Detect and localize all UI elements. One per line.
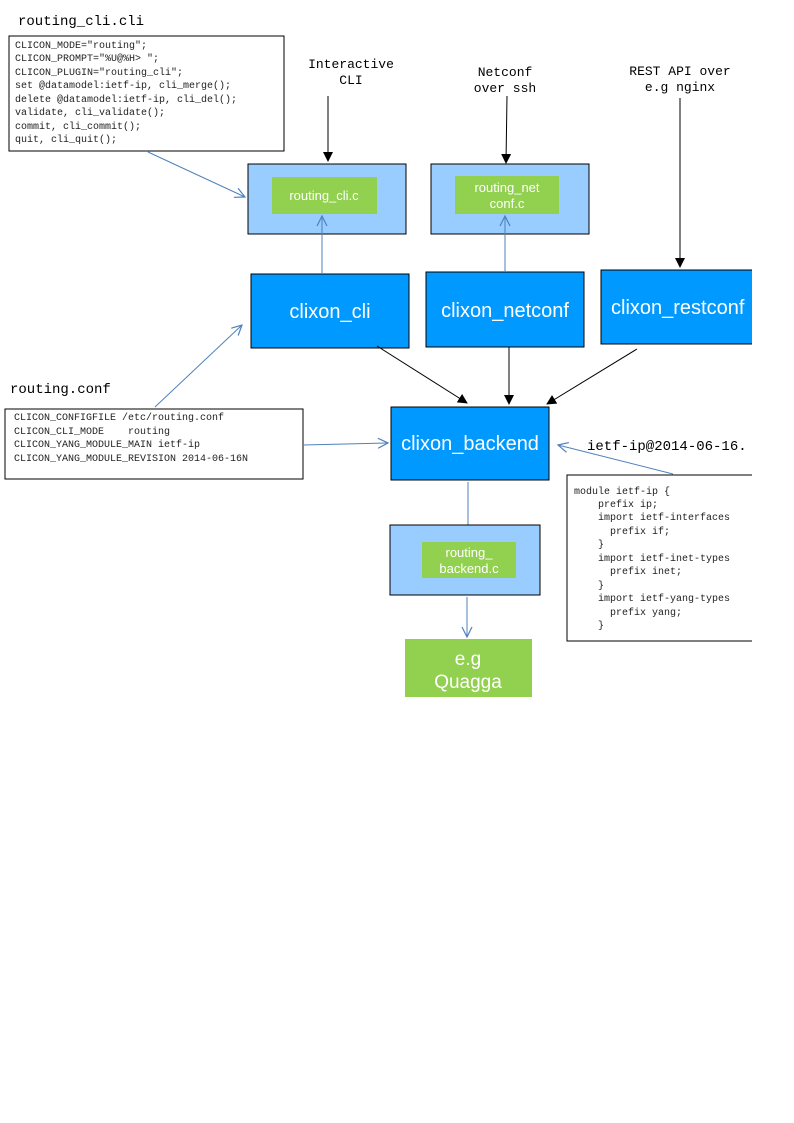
code-line: validate, cli_validate(); — [15, 107, 165, 119]
code-line: module ietf-ip { — [574, 486, 670, 498]
netconf-plugin-label: routing_net — [474, 180, 539, 195]
cli-plugin — [272, 177, 377, 214]
config-cli-arrow — [154, 325, 242, 408]
clixon-netconf-label: clixon_netconf — [441, 300, 569, 322]
interactive-cli-label: CLI — [339, 73, 362, 88]
netconf-plugin — [455, 176, 559, 214]
code-line: import ietf-inet-types — [574, 553, 730, 565]
code-line: prefix ip; — [574, 499, 658, 511]
code-line: CLICON_YANG_MODULE_MAIN ietf-ip — [14, 439, 200, 451]
quagga-label: e.g — [455, 649, 481, 670]
code-line: } — [574, 580, 604, 592]
code-line: quit, cli_quit(); — [15, 134, 117, 146]
code-line: prefix yang; — [574, 607, 682, 619]
cli-spec-arrow — [147, 151, 245, 197]
yang-title: ietf-ip@2014-06-16. — [587, 439, 747, 455]
cli-spec-code: CLICON_MODE="routing"; CLICON_PROMPT="%U… — [15, 40, 237, 146]
clixon-netconf-box — [425, 271, 585, 348]
code-line: CLICON_CONFIGFILE /etc/routing.conf — [14, 412, 224, 424]
clixon-backend-label: clixon_backend — [401, 433, 539, 455]
config-backend-arrow — [302, 443, 388, 445]
code-line: CLICON_YANG_MODULE_REVISION 2014-06-16N — [14, 454, 248, 465]
code-line: prefix inet; — [574, 566, 682, 578]
code-line: prefix if; — [574, 526, 670, 538]
code-line: commit, cli_commit(); — [15, 121, 141, 133]
code-line: import ietf-interfaces — [574, 512, 730, 524]
netconf-plugin-label: conf.c — [490, 196, 525, 211]
cli-backend-arrow — [376, 345, 468, 404]
netconf-label: over ssh — [474, 81, 536, 96]
cli-plugin-label: routing_cli.c — [289, 188, 359, 203]
clixon-restconf-box — [600, 269, 752, 345]
rest-label: e.g nginx — [645, 80, 715, 95]
yang-backend-arrow — [558, 445, 674, 475]
code-line: CLICON_MODE="routing"; — [15, 40, 147, 52]
code-line: delete @datamodel:ietf-ip, cli_del(); — [15, 94, 237, 106]
clixon-restconf-label: clixon_restconf — [611, 297, 745, 319]
yang-code: module ietf-ip { prefix ip; import ietf-… — [574, 486, 730, 632]
code-line: } — [574, 620, 604, 632]
code-line: import ietf-yang-types — [574, 593, 730, 605]
quagga-box — [405, 639, 532, 697]
clixon-backend-box — [390, 406, 550, 481]
code-line: CLICON_CLI_MODE routing — [14, 426, 170, 438]
interactive-cli-label: Interactive — [308, 57, 394, 72]
cli-spec-box — [8, 35, 285, 152]
code-line: } — [574, 539, 604, 551]
rest-label: REST API over — [629, 64, 730, 79]
netconf-input-arrow — [501, 95, 512, 164]
cli-spec-title: routing_cli.cli — [18, 14, 144, 30]
clixon-cli-label: clixon_cli — [289, 301, 370, 323]
config-title: routing.conf — [10, 382, 111, 398]
backend-plugin-label: backend.c — [439, 561, 499, 576]
yang-box — [566, 474, 752, 642]
code-line: set @datamodel:ietf-ip, cli_merge(); — [15, 80, 231, 92]
clixon-cli-box — [250, 273, 410, 349]
backend-plugin-label: routing_ — [446, 545, 494, 560]
quagga-label: Quagga — [434, 672, 502, 693]
code-line: CLICON_PLUGIN="routing_cli"; — [15, 67, 183, 79]
config-box — [4, 408, 304, 480]
netconf-label: Netconf — [478, 65, 533, 80]
code-line: CLICON_PROMPT="%U@%H> "; — [15, 53, 159, 65]
restconf-backend-arrow — [546, 348, 638, 405]
backend-plugin — [422, 542, 516, 578]
